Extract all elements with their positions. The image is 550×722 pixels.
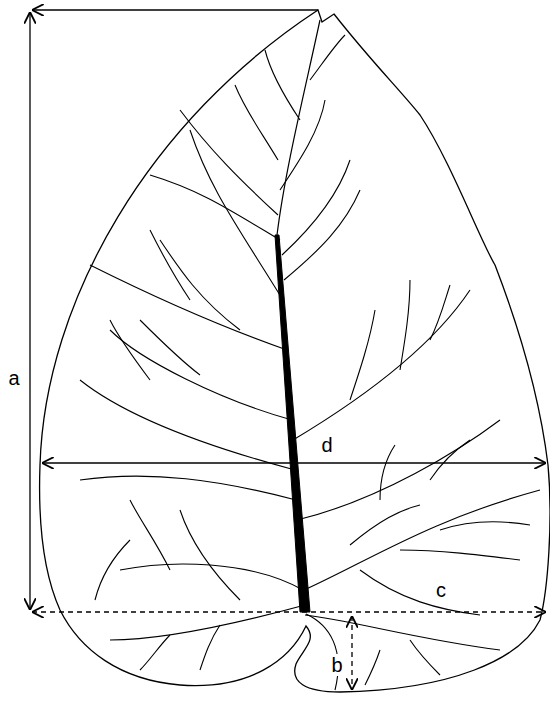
leaf-veins [80, 35, 540, 685]
midrib-thin [277, 20, 320, 235]
midrib [275, 235, 310, 612]
dimension-label: d [319, 434, 334, 456]
dimension-label: a [6, 367, 21, 389]
dimension-label: c [434, 579, 448, 601]
lobe-fold [306, 614, 338, 690]
leaf-outline [40, 10, 550, 692]
dimension-lines [30, 10, 546, 690]
dimension-label: b [329, 654, 344, 676]
